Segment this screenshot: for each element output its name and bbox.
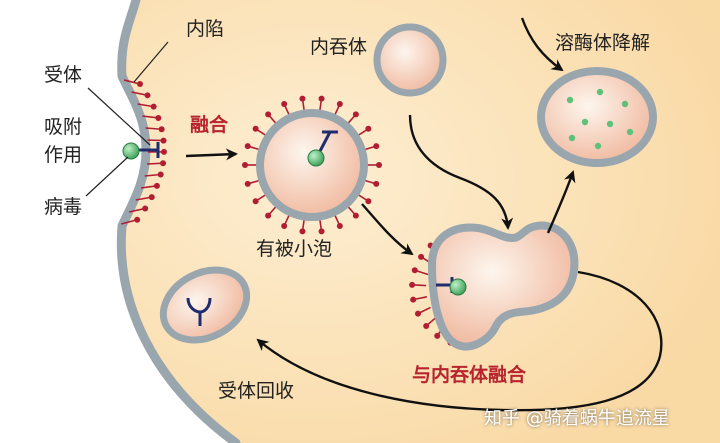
receptor-leader-line [87,87,151,146]
spike-tip [365,198,372,205]
lysosome-particle [626,128,634,136]
lysosome-contents [566,88,634,150]
label-lysosome: 溶酶体降解 [555,32,651,54]
pit-spike-tip [148,194,155,201]
pit-spike-tip [137,81,143,87]
spike-tip [336,222,343,229]
recycled-receptor [186,297,212,326]
coated-vesicle-virus [307,149,325,167]
arrow-receptor-recycling [256,270,663,412]
virus-particle [122,142,140,160]
spike-tip [244,143,251,150]
plasma-membrane [116,0,241,443]
arrow-to-fusion [361,203,414,256]
spike-tip [411,267,418,274]
arrow-into-lysosome [520,17,564,72]
lysosome-particle [581,118,589,126]
spike-tip [299,95,306,102]
lysosome-particle [594,142,602,150]
lysosome-particle [621,100,629,108]
label-fuse-with-endosome: 与内吞体融合 [412,364,527,386]
pit-spike-tip [160,137,167,144]
spike-tip [244,180,251,187]
pit-spike-tip [157,171,164,178]
spike-tip [434,332,441,339]
spike-tip [373,180,380,187]
label-adsorption-line1: 吸附 [44,116,83,138]
label-invagination: 内陷 [186,18,225,40]
lysosome-particle [606,120,614,128]
membrane-pit-spikes [120,79,167,225]
fused-endosome [427,221,579,351]
label-fusion: 融合 [190,114,229,136]
spike-tip [365,125,372,132]
spike-tip [281,101,288,108]
spike-tip [352,212,359,219]
spike-tip [252,125,259,132]
pit-spike-tip [150,103,157,110]
spike-tip [410,296,417,303]
spike-tip [265,111,272,118]
label-coated-vesicle: 有被小泡 [256,238,333,260]
spike-tip [376,162,382,168]
spike-tip [409,281,416,288]
label-receptor: 受体 [44,64,83,86]
arrow-fusion [185,148,238,161]
spike-tip [418,253,425,260]
lysosome [537,67,657,167]
arrow-to-lysosome [546,170,576,234]
pit-spike-tip [153,182,160,189]
watermark: 知乎 @骑着蜗牛追流星 [484,408,670,429]
spike-tip [414,310,421,317]
label-virus: 病毒 [44,196,83,218]
spike-tip [299,228,306,235]
spike-tip [318,95,325,102]
spike-tip [373,143,380,150]
spike-tip [265,212,272,219]
pit-spike-tip [158,126,165,133]
spike-tip [281,222,288,229]
pit-spike-tip [155,114,162,121]
spike-tip [318,228,325,235]
spike-tip [336,101,343,108]
pit-spike-tip [134,216,141,223]
invagination-leader-line [133,41,169,83]
virus-leader-line [85,156,129,197]
fused-endosome-virus [449,278,467,296]
lysosome-particle [566,96,574,104]
pit-spike-tip [142,205,149,212]
label-adsorption-line2: 作用 [44,144,83,166]
spike-tip [242,162,248,168]
lysosome-particle [568,134,576,142]
label-receptor-recycling: 受体回收 [218,380,295,402]
pit-spike-tip [160,148,167,155]
spike-tip [252,198,259,205]
label-endosome: 内吞体 [310,36,368,58]
lysosome-particle [596,88,604,96]
recycling-vesicle [159,266,251,344]
spike-tip [423,323,430,330]
spike-tip [352,111,359,118]
endosome [373,23,447,97]
pit-spike-tip [160,160,167,167]
pit-spike-tip [144,92,151,99]
arrow-endosome-down [408,114,514,230]
